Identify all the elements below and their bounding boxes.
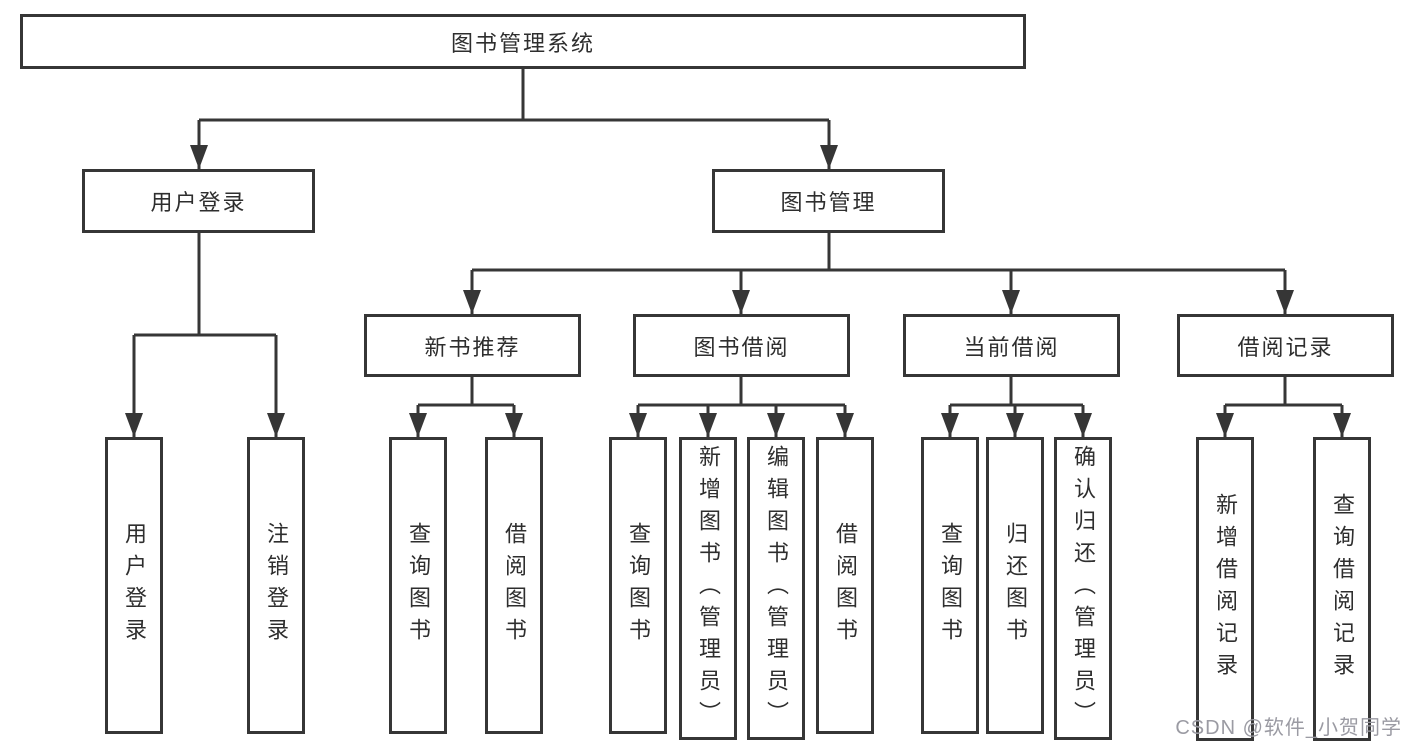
leaf-query-book-3: 查询图书 xyxy=(921,437,979,734)
leaf-confirm-return-admin: 确认归还（管理员） xyxy=(1054,437,1112,740)
leaf-user-login: 用户登录 xyxy=(105,437,163,734)
arrowhead-icon xyxy=(732,290,750,314)
arrowhead-icon xyxy=(941,413,959,437)
leaf-query-borrow-record-label: 查询借阅记录 xyxy=(1330,493,1355,685)
arrowhead-icon xyxy=(820,145,838,169)
arrowhead-icon xyxy=(1074,413,1092,437)
arrowhead-icon xyxy=(767,413,785,437)
node-borrow-records: 借阅记录 xyxy=(1177,314,1394,377)
node-user-login: 用户登录 xyxy=(82,169,315,233)
node-new-book-recommend-label: 新书推荐 xyxy=(424,334,521,360)
connector-new-book-children xyxy=(409,377,523,437)
node-new-book-recommend: 新书推荐 xyxy=(364,314,581,377)
connector-current-borrow-children xyxy=(941,377,1092,437)
leaf-borrow-book-1-label: 借阅图书 xyxy=(502,521,527,650)
arrowhead-icon xyxy=(463,290,481,314)
node-root-label: 图书管理系统 xyxy=(450,30,595,56)
leaf-query-book-1: 查询图书 xyxy=(389,437,447,734)
connector-user-login-children xyxy=(125,233,285,437)
arrowhead-icon xyxy=(1276,290,1294,314)
node-current-borrow-label: 当前借阅 xyxy=(963,334,1060,360)
leaf-add-book-admin-label: 新增图书（管理员） xyxy=(696,444,721,733)
leaf-confirm-return-admin-label: 确认归还（管理员） xyxy=(1071,444,1096,733)
connector-borrow-records-children xyxy=(1216,377,1351,437)
node-borrow-records-label: 借阅记录 xyxy=(1237,334,1334,360)
arrowhead-icon xyxy=(699,413,717,437)
leaf-add-borrow-record-label: 新增借阅记录 xyxy=(1213,493,1238,685)
leaf-borrow-book-1: 借阅图书 xyxy=(485,437,543,734)
arrowhead-icon xyxy=(1333,413,1351,437)
arrowhead-icon xyxy=(1006,413,1024,437)
leaf-user-login-label: 用户登录 xyxy=(122,521,147,650)
leaf-query-borrow-record: 查询借阅记录 xyxy=(1313,437,1371,741)
node-root: 图书管理系统 xyxy=(20,14,1026,69)
leaf-query-book-3-label: 查询图书 xyxy=(938,521,963,650)
leaf-edit-book-admin: 编辑图书（管理员） xyxy=(747,437,805,740)
connector-book-borrow-children xyxy=(629,377,854,437)
connector-book-management-children xyxy=(463,233,1294,314)
node-user-login-label: 用户登录 xyxy=(150,190,247,215)
leaf-return-book-label: 归还图书 xyxy=(1003,521,1028,650)
arrowhead-icon xyxy=(505,413,523,437)
node-book-management-label: 图书管理 xyxy=(780,190,877,215)
leaf-borrow-book-2: 借阅图书 xyxy=(816,437,874,734)
leaf-add-book-admin: 新增图书（管理员） xyxy=(679,437,737,740)
arrowhead-icon xyxy=(267,413,285,437)
connector-root-to-level2 xyxy=(190,69,838,169)
arrowhead-icon xyxy=(190,145,208,169)
arrowhead-icon xyxy=(1216,413,1234,437)
arrowhead-icon xyxy=(125,413,143,437)
leaf-borrow-book-2-label: 借阅图书 xyxy=(833,521,858,650)
leaf-query-book-2-label: 查询图书 xyxy=(626,521,651,650)
leaf-query-book-2: 查询图书 xyxy=(609,437,667,734)
arrowhead-icon xyxy=(629,413,647,437)
arrowhead-icon xyxy=(409,413,427,437)
leaf-add-borrow-record: 新增借阅记录 xyxy=(1196,437,1254,741)
leaf-logout-label: 注销登录 xyxy=(264,521,289,650)
leaf-query-book-1-label: 查询图书 xyxy=(406,521,431,650)
leaf-edit-book-admin-label: 编辑图书（管理员） xyxy=(764,444,789,733)
leaf-return-book: 归还图书 xyxy=(986,437,1044,734)
node-current-borrow: 当前借阅 xyxy=(903,314,1120,377)
csdn-watermark: CSDN @软件_小贺同学 xyxy=(1175,717,1402,739)
leaf-logout: 注销登录 xyxy=(247,437,305,734)
node-book-borrow: 图书借阅 xyxy=(633,314,850,377)
arrowhead-icon xyxy=(836,413,854,437)
arrowhead-icon xyxy=(1002,290,1020,314)
node-book-borrow-label: 图书借阅 xyxy=(693,334,790,360)
node-book-management: 图书管理 xyxy=(712,169,945,233)
